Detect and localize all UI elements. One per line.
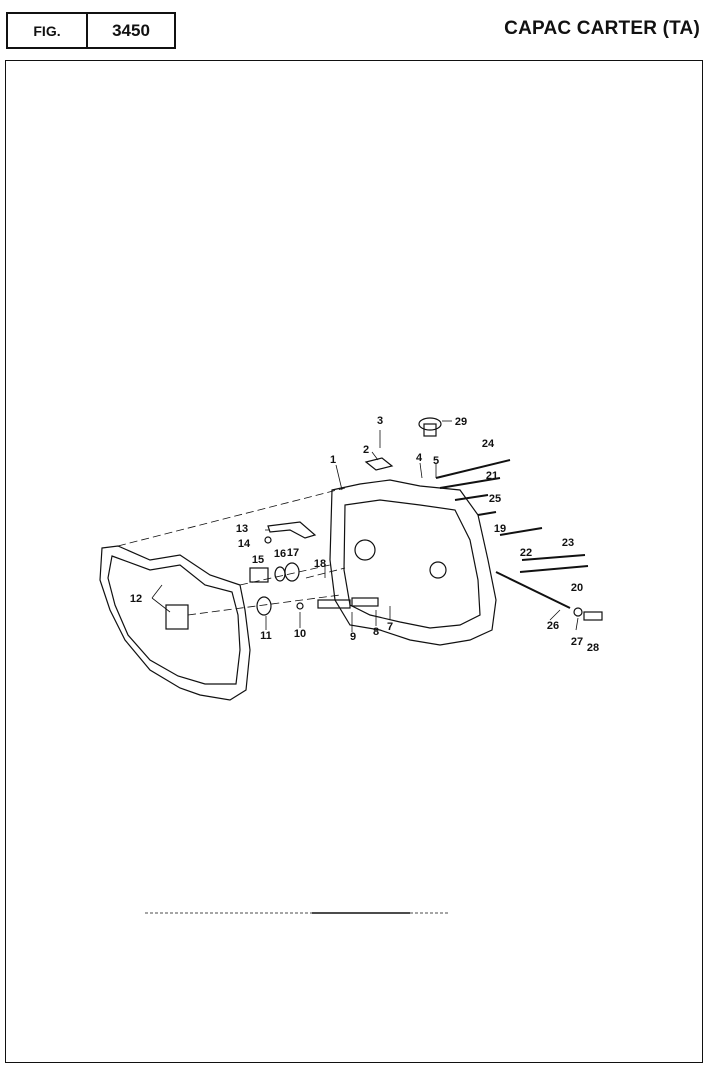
bolt-20 [519, 565, 589, 573]
ring-16 [274, 566, 286, 582]
callout-21: 21 [486, 470, 498, 482]
bolt-19 [477, 511, 497, 516]
callout-16: 16 [274, 548, 286, 560]
callout-29: 29 [455, 416, 467, 428]
callout-3: 3 [377, 415, 383, 427]
gasket-cutout [165, 604, 189, 630]
callout-4: 4 [416, 452, 423, 464]
callout-19: 19 [494, 523, 506, 535]
bolt-25 [454, 494, 489, 501]
callout-8: 8 [373, 626, 379, 638]
callout-10: 10 [294, 628, 306, 640]
filler-cap-body [423, 423, 437, 437]
seal-11 [256, 596, 272, 616]
bolt-23 [521, 554, 586, 561]
housing-bore-right [429, 561, 447, 579]
washer-27 [573, 607, 583, 617]
filler-cap [418, 417, 442, 431]
bolt-24 [435, 459, 511, 479]
bearing-17 [284, 562, 300, 582]
callout-7: 7 [387, 621, 393, 633]
plate [364, 457, 394, 471]
callout-14: 14 [238, 538, 251, 550]
callout-27: 27 [571, 636, 583, 648]
callout-9: 9 [350, 631, 356, 643]
callout-22: 22 [520, 547, 532, 559]
fork-8 [351, 597, 379, 607]
callout-25: 25 [489, 493, 501, 505]
callout-26: 26 [547, 620, 559, 632]
bolt-21 [439, 477, 501, 489]
callout-1: 1 [330, 454, 336, 466]
callout-2: 2 [363, 444, 369, 456]
callout-24: 24 [482, 438, 495, 450]
callout-28: 28 [587, 642, 599, 654]
screw-14 [264, 536, 272, 544]
spring-15 [249, 567, 269, 583]
rod-26 [495, 571, 571, 609]
housing-body [329, 479, 497, 646]
callout-17: 17 [287, 547, 299, 559]
housing-bore-left [354, 539, 376, 561]
fork-9 [317, 599, 351, 609]
figure-label: FIG. [8, 14, 88, 47]
callout-18: 18 [314, 558, 326, 570]
gasket-inner [107, 555, 241, 685]
bolt-22 [499, 527, 543, 536]
callout-15: 15 [252, 554, 264, 566]
spring-28 [583, 611, 603, 621]
callout-13: 13 [236, 523, 248, 535]
callout-20: 20 [571, 582, 583, 594]
callout-12: 12 [130, 593, 142, 605]
lever-13 [267, 521, 317, 539]
diagram-frame [5, 60, 703, 1063]
callout-5: 5 [433, 455, 439, 467]
ball-10 [296, 602, 304, 610]
callout-23: 23 [562, 537, 574, 549]
callout-11: 11 [260, 630, 272, 642]
housing-inner [343, 499, 481, 629]
gasket-outline [99, 545, 251, 701]
page-title: CAPAC CARTER (TA) [504, 18, 700, 39]
figure-id-box: FIG. 3450 [6, 12, 176, 49]
figure-number: 3450 [112, 20, 150, 40]
